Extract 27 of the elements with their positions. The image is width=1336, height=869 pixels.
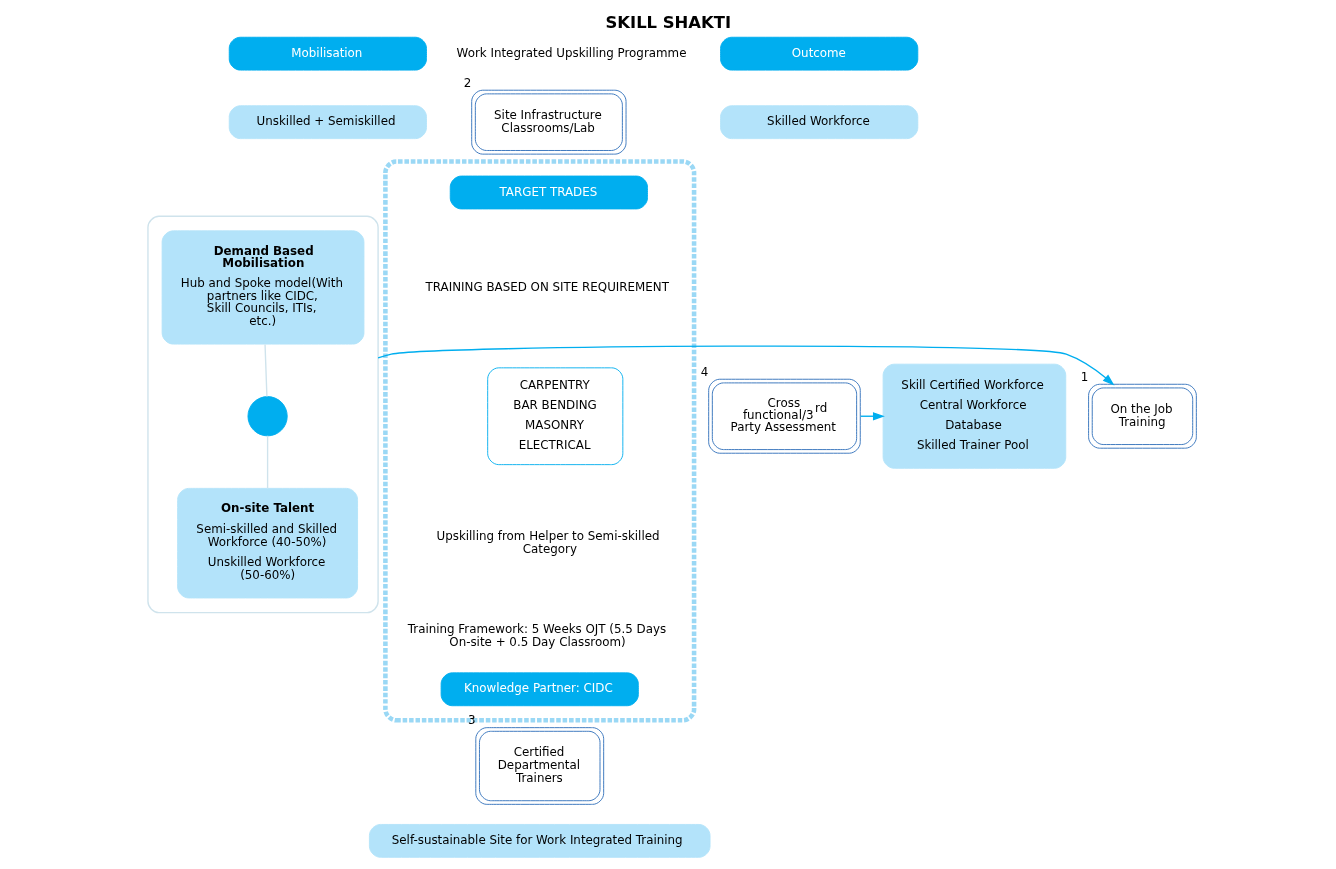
node-box: Unskilled + Semiskilled (228, 105, 427, 140)
node-box: Mobilisation (228, 36, 427, 71)
node-label: 1 (1080, 369, 1088, 384)
node-box: Skilled Workforce (719, 105, 918, 140)
diagram-title: SKILL SHAKTI (604, 12, 731, 32)
cluster (146, 215, 379, 614)
node-box: Skill Certified Workforce Central Workforce Database Skilled Trainer Pool (882, 363, 1066, 469)
node-box: TARGET TRADES (449, 175, 648, 210)
node-box: On the Job Training (1087, 383, 1197, 449)
label: Work Integrated Upskilling Programme (456, 45, 686, 60)
connector (263, 343, 268, 398)
node-box: CARPENTRY BAR BENDING MASONRY ELECTRICAL (486, 367, 623, 466)
node-circle (247, 396, 288, 437)
node-label: 4 (700, 364, 708, 379)
node-box: Self-sustainable Site for Work Integrated Training (368, 824, 710, 858)
label: Training Framework: 5 Weeks OJT (5.5 Days On-site + 0.5 Day Classroom) (407, 622, 666, 649)
cluster (382, 159, 696, 723)
label: Upskilling from Helper to Semi-skilled Category (436, 528, 660, 556)
connector (266, 435, 268, 489)
node-label: 3 (467, 713, 475, 728)
node-box: Knowledge Partner: CIDC (440, 672, 639, 707)
node-box: On-site Talent Semi-skilled and Skilled Workforce (40-50%) Unskilled Workforce (50-60%) (176, 487, 358, 599)
node-box: Outcome (719, 36, 918, 71)
node-box: Demand Based Mobilisation Hub and Spoke model(With partners like CIDC, Skill Councils, ITIs, etc.) (161, 230, 364, 345)
node-label: 2 (463, 75, 471, 90)
arrow (376, 345, 1114, 386)
label: TRAINING BASED ON SITE REQUIREMENT (425, 279, 669, 294)
